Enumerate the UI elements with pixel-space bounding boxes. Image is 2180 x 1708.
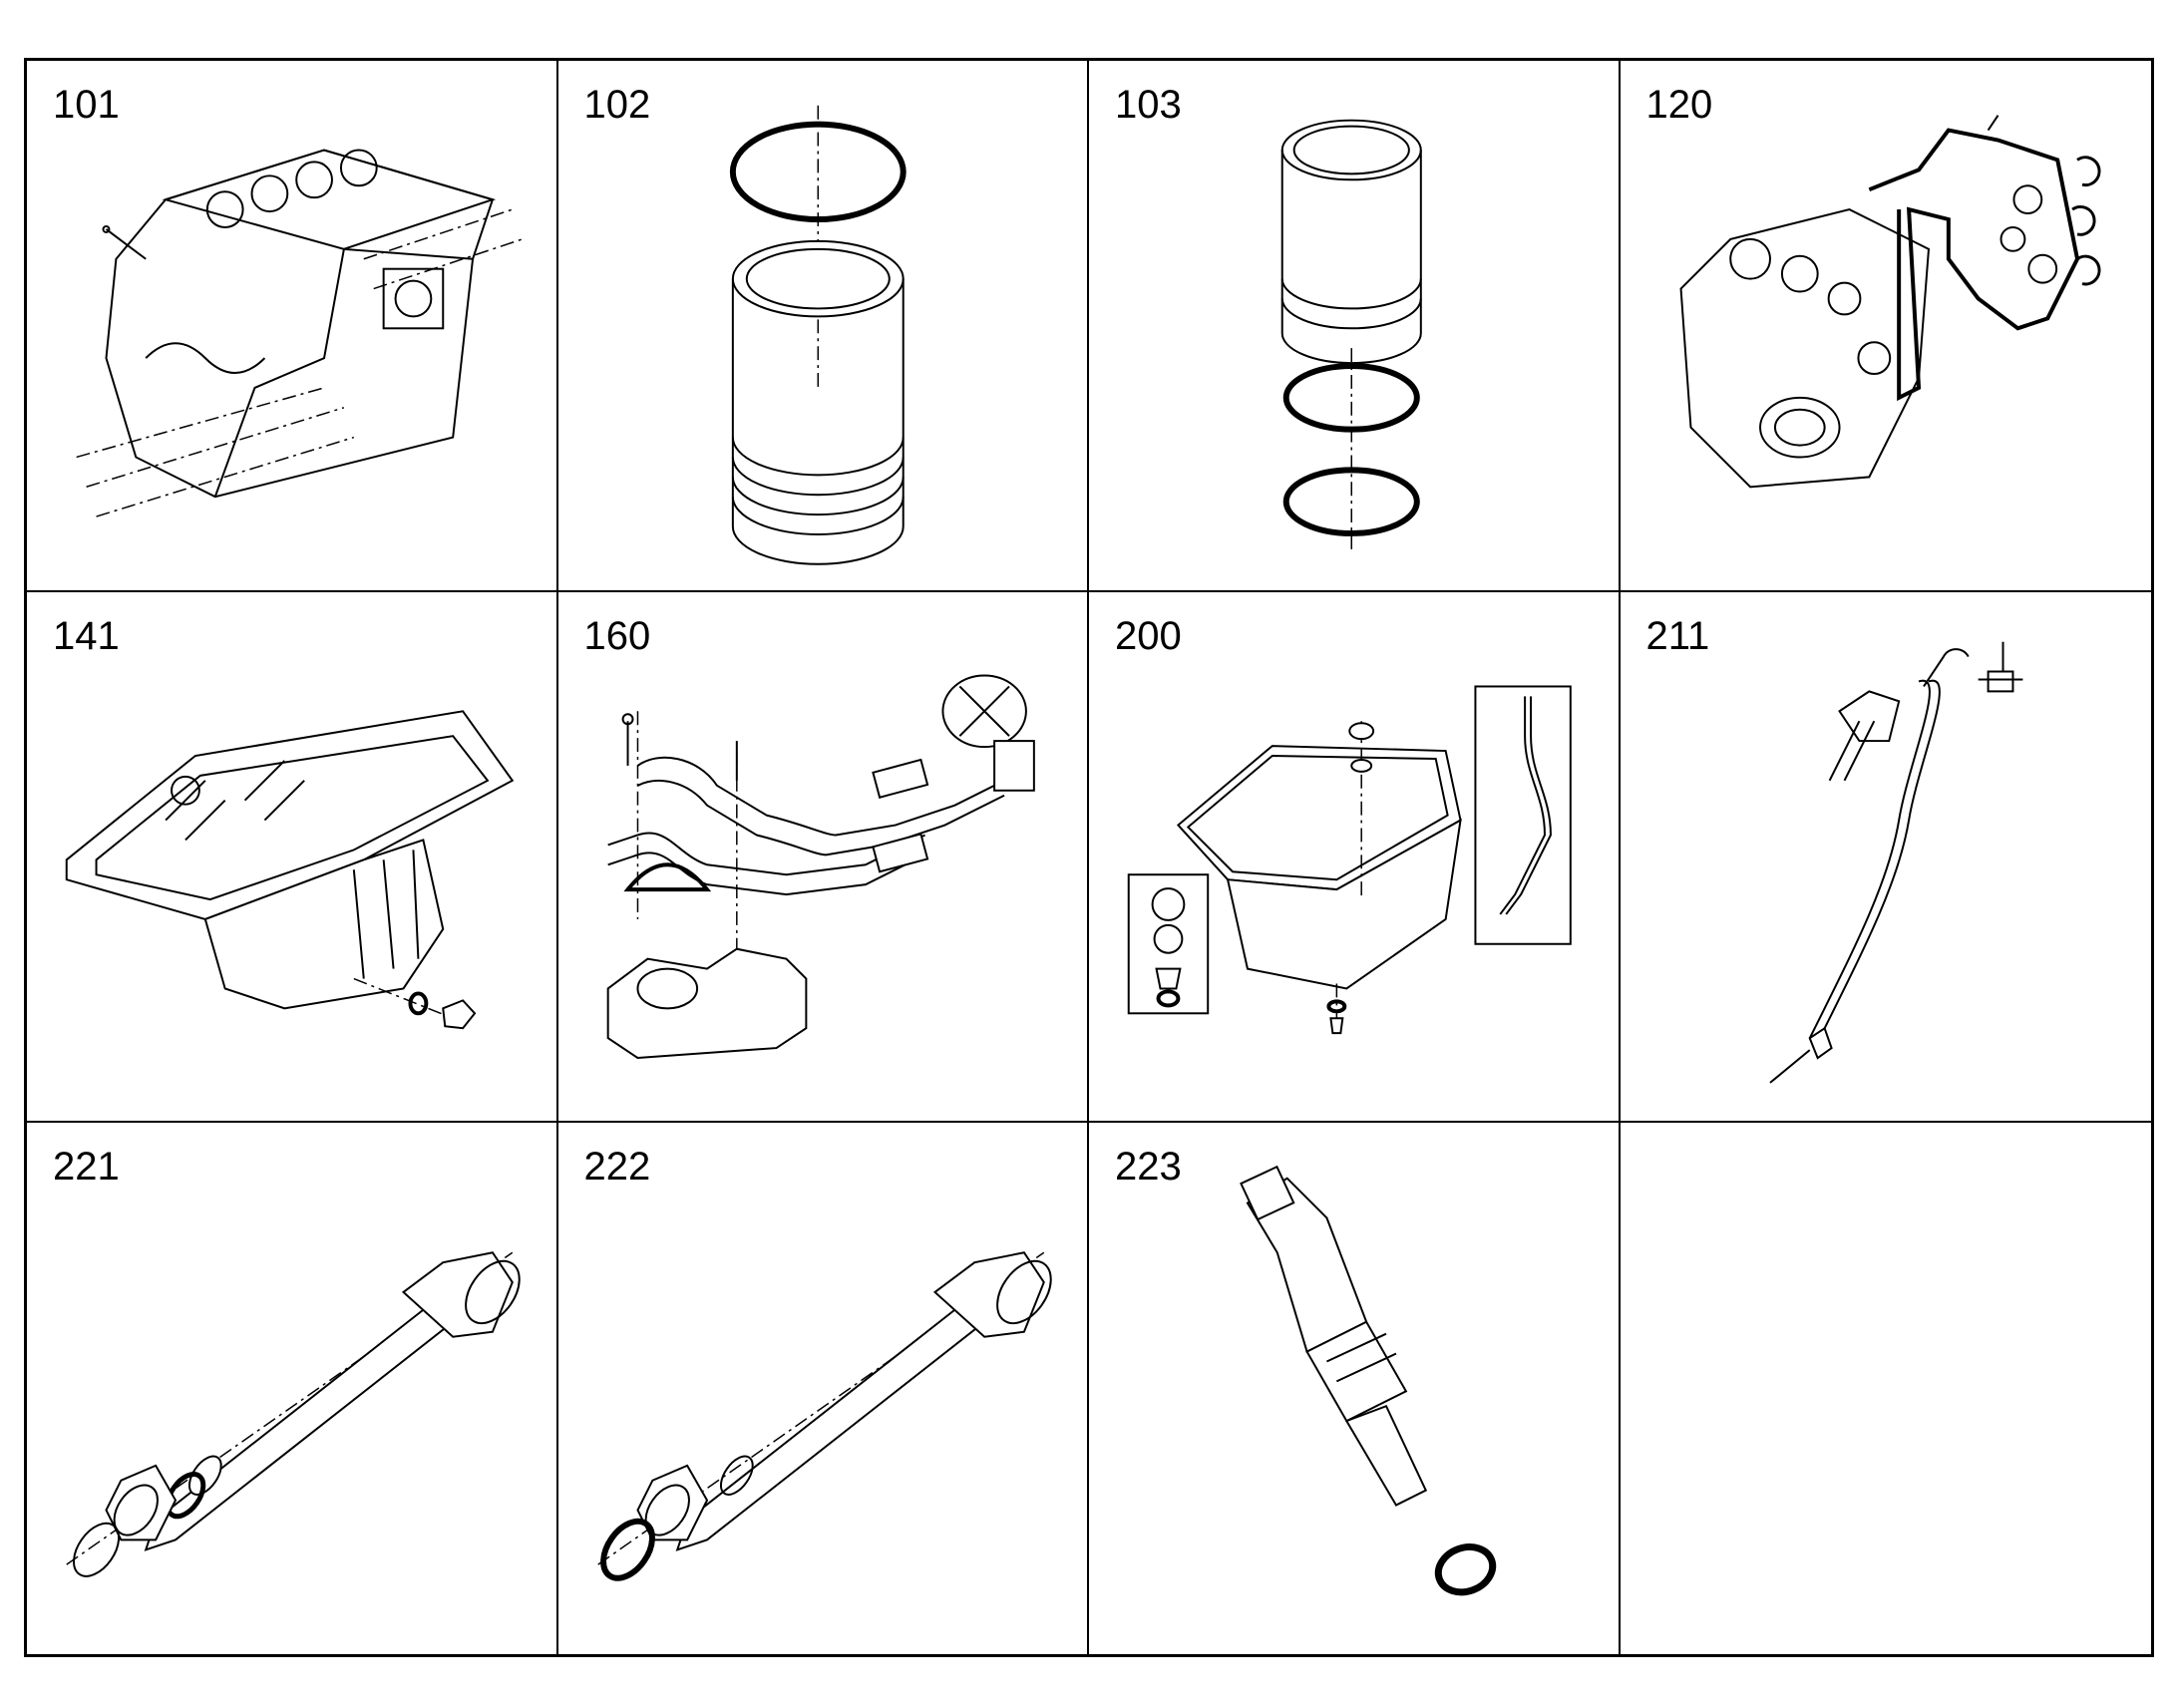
dipstick-tube-icon xyxy=(1768,641,2022,1084)
catalog-cell-223[interactable]: 223 xyxy=(1089,1123,1621,1654)
sensor-probe-icon xyxy=(596,1251,1052,1582)
sensor-probe-icon xyxy=(66,1251,521,1578)
catalog-cell-200[interactable]: 200 xyxy=(1089,591,1621,1124)
part-number-label: 160 xyxy=(583,613,651,658)
engine-block-icon xyxy=(76,149,523,517)
cylinder-liner-icon xyxy=(729,105,907,565)
catalog-cell-101[interactable]: 101 xyxy=(27,61,558,592)
part-number-label: 120 xyxy=(1645,83,1713,127)
parts-catalog-grid: 101 102 xyxy=(24,58,2154,1657)
timing-cover-gasket-icon xyxy=(1679,115,2101,489)
glow-plug-sensor-icon xyxy=(1240,1166,1497,1596)
catalog-cell-160[interactable]: 160 xyxy=(557,591,1089,1124)
oil-sump-dipstick-icon xyxy=(1127,685,1572,1034)
part-number-label: 223 xyxy=(1115,1145,1182,1190)
catalog-cell-102[interactable]: 102 xyxy=(557,61,1089,592)
part-number-label: 222 xyxy=(583,1145,651,1190)
catalog-cell-empty xyxy=(1621,1123,2152,1654)
oil-pan-icon xyxy=(65,709,515,1029)
part-number-label: 211 xyxy=(1645,613,1710,658)
part-number-label: 141 xyxy=(53,613,120,658)
catalog-cell-211[interactable]: 211 xyxy=(1620,592,2151,1124)
catalog-cell-141[interactable]: 141 xyxy=(27,591,558,1124)
part-number-label: 200 xyxy=(1115,613,1182,658)
catalog-cell-103[interactable]: 103 xyxy=(1089,61,1621,592)
catalog-cell-222[interactable]: 222 xyxy=(558,1123,1089,1654)
part-number-label: 102 xyxy=(583,83,651,127)
part-number-label: 103 xyxy=(1115,83,1182,127)
breather-hose-icon xyxy=(606,674,1035,1059)
cylinder-liner-rings-icon xyxy=(1280,119,1422,551)
catalog-cell-120[interactable]: 120 xyxy=(1620,61,2151,592)
part-number-label: 221 xyxy=(53,1145,120,1190)
part-number-label: 101 xyxy=(53,83,120,127)
catalog-cell-221[interactable]: 221 xyxy=(27,1123,558,1654)
